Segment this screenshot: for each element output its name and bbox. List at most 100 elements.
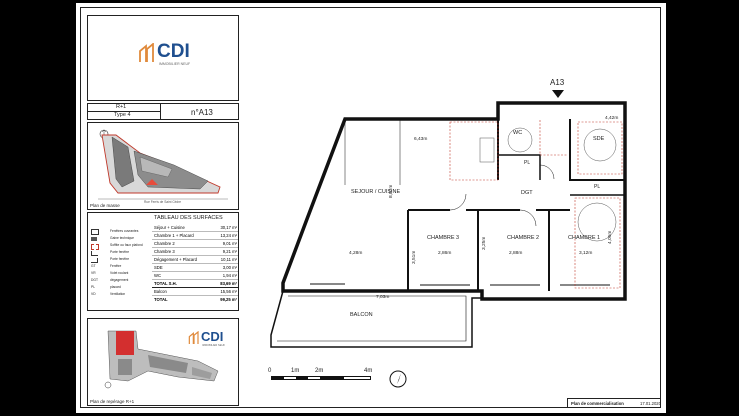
legend-item-3: Porte fenêtre bbox=[110, 250, 130, 254]
wall-wc bbox=[498, 154, 541, 180]
dim-288: 2,88m bbox=[509, 251, 523, 256]
legend-item-5: Fenêtre bbox=[110, 264, 122, 268]
room-wc: WC bbox=[513, 130, 523, 136]
logo-box: CDI IMMOBILIER NEUF bbox=[87, 15, 239, 101]
legend-item-0: Fenêtres ouvrantes bbox=[110, 229, 139, 233]
legend-swatch-gaine bbox=[91, 237, 97, 241]
locator-map bbox=[104, 330, 219, 389]
header-box: R+1 Type 4 n°A13 bbox=[87, 103, 239, 120]
site-plan-box: Rue Ferris de Saint Cèdre Plan de masse bbox=[87, 122, 239, 210]
dim-643: 6,43m bbox=[414, 137, 428, 142]
legend-item-7: dégagement bbox=[110, 278, 129, 282]
total-sh-row: TOTAL S.H.83,69 m² bbox=[152, 279, 238, 288]
dim-312: 3,12m bbox=[579, 251, 593, 256]
legend-item-4: Porte fenêtre bbox=[110, 257, 130, 261]
legend-code-2: VR bbox=[91, 271, 96, 275]
turning-circle bbox=[577, 202, 617, 242]
footer-date: 17.01.2020 bbox=[640, 401, 661, 406]
room-sde: SDE bbox=[593, 136, 605, 142]
dim-286: 2,86m bbox=[438, 251, 452, 256]
kitchen-counter bbox=[344, 120, 401, 185]
street-label: Rue Ferris de Saint Cèdre bbox=[144, 200, 182, 204]
room-chambre-2: CHAMBRE 2 bbox=[507, 235, 540, 241]
room-dgt: DGT bbox=[521, 190, 533, 196]
wall-sde bbox=[569, 119, 625, 181]
dim-428: 4,28m bbox=[349, 251, 363, 256]
lot-label: n°A13 bbox=[191, 108, 213, 117]
type-label: Type 4 bbox=[114, 112, 131, 118]
window-marks bbox=[310, 283, 610, 286]
footer-box: Plan de commercialisation 17.01.2020 bbox=[567, 398, 661, 408]
surfaces-title: TABLEAU DES SURFACES bbox=[154, 215, 223, 221]
dim-887: 8,87m bbox=[389, 184, 394, 198]
shower-circle bbox=[583, 128, 617, 162]
legend-item-1: Gaine technique bbox=[110, 236, 135, 240]
room-chambre-1: CHAMBRE 1 bbox=[568, 235, 601, 241]
soffite-ch1 bbox=[574, 197, 621, 289]
legend-item-2: Soffite ou faux plafond bbox=[110, 243, 143, 247]
locator-box: CDI IMMOBILIER NEUF Plan de repérage R+1 bbox=[87, 318, 239, 406]
room-balcon: BALCON bbox=[350, 312, 373, 318]
scale-label-3: 4m bbox=[364, 368, 373, 374]
brand-name: CDI bbox=[157, 41, 190, 62]
soffite-sde bbox=[577, 121, 623, 175]
lot-marker-label: A13 bbox=[550, 78, 565, 87]
legend: Fenêtres ouvrantes Gaine technique Soffi… bbox=[88, 213, 150, 312]
scale-bar bbox=[271, 376, 371, 380]
wc-circle bbox=[507, 127, 533, 153]
legend-code-5: VD bbox=[91, 292, 96, 296]
dim-442: 4,42m bbox=[605, 116, 619, 121]
room-chambre-3: CHAMBRE 3 bbox=[427, 235, 460, 241]
lot-marker-arrow bbox=[552, 90, 564, 98]
legend-item-9: Ventilation bbox=[110, 292, 126, 296]
legend-swatch-window bbox=[91, 229, 99, 235]
locator-logo: CDI IMMOBILIER NEUF bbox=[188, 329, 236, 349]
frame bbox=[80, 7, 661, 408]
scale-label-1: 1m bbox=[291, 368, 300, 374]
legend-swatch-door2 bbox=[91, 258, 98, 263]
soffite-dgt bbox=[539, 120, 568, 156]
balcony-inner bbox=[277, 295, 467, 342]
kitchen-sink bbox=[479, 137, 495, 163]
room-sejour: SEJOUR / CUISINE bbox=[351, 189, 401, 195]
dim-703: 7,03m bbox=[376, 295, 390, 300]
legend-code-3: DGT bbox=[91, 278, 98, 282]
brand-tagline: IMMOBILIER NEUF bbox=[159, 62, 191, 66]
footer-label: Plan de commercialisation bbox=[571, 401, 624, 406]
site-plan-drawing bbox=[98, 129, 228, 200]
compass-icon bbox=[389, 370, 407, 388]
building-icon bbox=[139, 43, 154, 62]
dim-351: 3,51m bbox=[412, 250, 417, 264]
dim-325: 3,25m bbox=[482, 236, 487, 250]
dim-405: 4,05m bbox=[608, 230, 613, 244]
floor-label: R+1 bbox=[116, 104, 127, 110]
outer-wall bbox=[281, 101, 627, 301]
logo: CDI IMMOBILIER NEUF bbox=[138, 41, 198, 67]
balcony-outline bbox=[270, 290, 483, 348]
locator-label: Plan de repérage R+1 bbox=[90, 399, 135, 404]
locator-brand-name: CDI bbox=[201, 329, 224, 344]
room-pl-2: PL bbox=[594, 184, 601, 190]
door-swing-2 bbox=[519, 209, 537, 227]
legend-item-6: Volet roulant bbox=[110, 271, 129, 275]
legend-item-8: placard bbox=[110, 285, 121, 289]
door-swing-1 bbox=[449, 193, 467, 211]
building-icon bbox=[188, 331, 199, 344]
legend-code-0: GT bbox=[91, 264, 96, 268]
soffite-kitchen bbox=[449, 121, 499, 181]
scale-label-0: 0 bbox=[268, 368, 272, 374]
surfaces-box: Fenêtres ouvrantes Gaine technique Soffi… bbox=[87, 212, 239, 311]
site-plan-label: Plan de masse bbox=[90, 203, 120, 208]
room-pl-1: PL bbox=[524, 160, 531, 166]
